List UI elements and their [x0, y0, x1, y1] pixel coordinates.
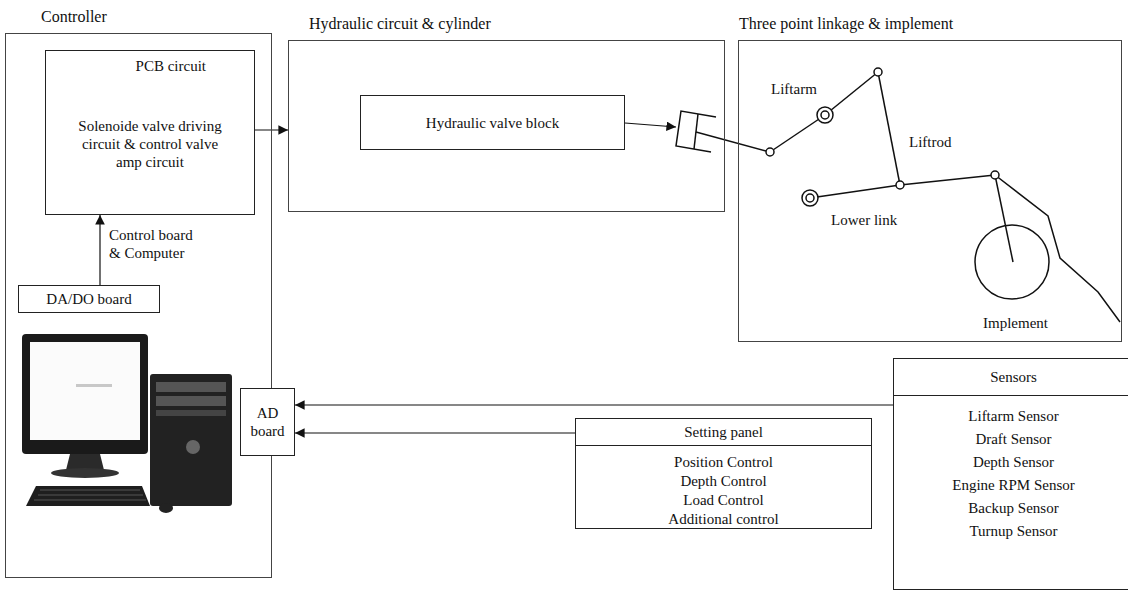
panel-item: Load Control [576, 491, 871, 509]
signal-arrow [295, 404, 893, 405]
panel-heading: Setting panel [576, 419, 871, 446]
part-name: Implement [982, 314, 1049, 332]
hydraulic-group: Hydraulic valve blockHydraulic circuit &… [288, 40, 725, 212]
three-point-linkage [766, 68, 995, 206]
panel-item: Draft Sensor [894, 430, 1128, 448]
panel-item: Liftarm Sensor [894, 407, 1128, 425]
group-heading: Hydraulic circuit & cylinder [309, 14, 491, 33]
box-label: Hydraulic valve block [426, 114, 559, 132]
signal-arrow [295, 432, 575, 433]
part-name: Liftarm [770, 80, 818, 98]
circuit-heading: PCB circuit [136, 57, 206, 75]
box-label: DA/DO board [46, 290, 131, 308]
part-name: Lower link [830, 211, 898, 229]
group-heading: Three point linkage & implement [739, 14, 953, 33]
group-heading: Controller [41, 7, 107, 26]
box-label: AD board [247, 404, 288, 440]
sensor-panel: SensorsLiftarm SensorDraft SensorDepth S… [893, 358, 1128, 590]
computer-illustration [22, 334, 232, 513]
panel-item: Turnup Sensor [894, 522, 1128, 540]
panel-item: Depth Sensor [894, 453, 1128, 471]
part-name: Liftrod [908, 133, 953, 151]
ad-board: AD board [240, 388, 295, 456]
hydraulic-cylinder [625, 111, 766, 152]
controller-group: PCB circuitSolenoide valve driving circu… [5, 33, 272, 578]
implement-illustration [975, 171, 1120, 322]
box-label: Solenoide valve driving circuit & contro… [68, 117, 233, 171]
pcb-circuit-box: PCB circuitSolenoide valve driving circu… [45, 50, 255, 215]
da-do-board: DA/DO board [18, 285, 160, 313]
valve-block: Hydraulic valve block [360, 95, 625, 150]
panel-item: Depth Control [576, 472, 871, 490]
panel-heading: Sensors [894, 359, 1128, 396]
panel-item: Backup Sensor [894, 499, 1128, 517]
panel-item: Engine RPM Sensor [894, 476, 1128, 494]
setting-panel: Setting panelPosition ControlDepth Contr… [575, 418, 872, 529]
bus-label: Control board & Computer [108, 226, 202, 262]
panel-item: Additional control [576, 510, 871, 528]
signal-arrow [99, 215, 100, 285]
panel-item: Position Control [576, 453, 871, 471]
